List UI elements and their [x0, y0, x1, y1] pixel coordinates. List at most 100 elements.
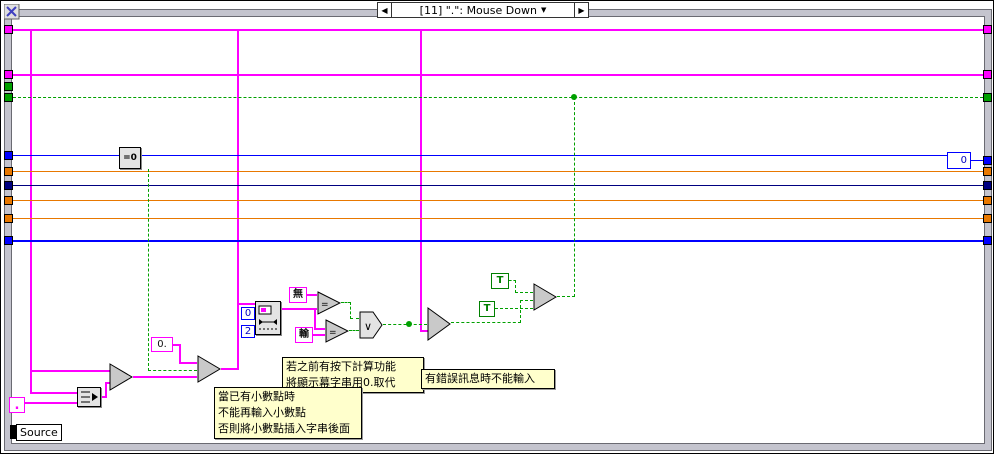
string-constant-none[interactable]: 無 — [289, 287, 307, 303]
source-terminal[interactable] — [10, 425, 16, 439]
concatenate-strings-node[interactable] — [77, 387, 101, 407]
boolean-wire[interactable] — [574, 97, 575, 297]
next-case-button[interactable]: ▶ — [574, 3, 588, 17]
float-wire[interactable] — [13, 200, 983, 201]
boolean-wire[interactable] — [13, 97, 983, 98]
tunnel-float[interactable] — [983, 167, 992, 176]
string-wire[interactable] — [105, 382, 107, 398]
string-wire[interactable] — [30, 392, 77, 394]
string-wire[interactable] — [307, 294, 317, 296]
string-wire[interactable] — [237, 303, 255, 305]
select-string-node[interactable] — [197, 355, 221, 383]
string-wire[interactable] — [179, 362, 197, 364]
numeric-wire[interactable] — [13, 240, 983, 242]
boolean-wire[interactable] — [557, 296, 575, 297]
or-node[interactable]: ∨ — [359, 311, 383, 339]
string-wire[interactable] — [30, 370, 111, 372]
string-wire[interactable] — [101, 396, 107, 398]
string-subset-icon — [258, 305, 277, 330]
boolean-wire[interactable] — [509, 280, 516, 281]
tunnel-string[interactable] — [4, 25, 13, 34]
structure-corner-icon — [4, 4, 20, 20]
tunnel-float[interactable] — [983, 196, 992, 205]
string-constant-input[interactable]: 輸 — [295, 327, 313, 343]
numeric-wire[interactable] — [13, 155, 119, 156]
string-wire[interactable] — [173, 344, 181, 346]
equal-to-zero-node[interactable]: =0 — [119, 147, 141, 169]
tunnel-numeric[interactable] — [4, 151, 13, 160]
comment-line: 當已有小數點時 — [218, 390, 295, 403]
tunnel-float[interactable] — [4, 214, 13, 223]
string-wire[interactable] — [420, 29, 422, 332]
string-wire[interactable] — [13, 29, 983, 31]
tunnel-float[interactable] — [4, 196, 13, 205]
tunnel-boolean[interactable] — [4, 82, 13, 91]
boolean-wire[interactable] — [451, 322, 521, 323]
tunnel-numeric[interactable] — [4, 236, 13, 245]
float-wire[interactable] — [13, 218, 983, 219]
equal-node-2[interactable]: = — [325, 319, 349, 343]
comment-error-rule[interactable]: 有錯誤訊息時不能輸入 — [421, 369, 555, 389]
boolean-wire[interactable] — [520, 300, 533, 301]
decimal-point-constant[interactable]: . — [9, 397, 25, 413]
numeric-wire[interactable] — [141, 155, 949, 156]
case-label[interactable]: [11] ".": Mouse Down ▼ — [392, 3, 574, 17]
numeric-wire[interactable] — [971, 160, 983, 161]
string-wire[interactable] — [105, 382, 110, 384]
string-wire[interactable] — [314, 328, 325, 330]
string-wire[interactable] — [30, 29, 32, 394]
previous-case-button[interactable]: ◀ — [378, 3, 392, 17]
tunnel-numeric[interactable] — [983, 156, 992, 165]
boolean-wire[interactable] — [148, 169, 149, 371]
tunnel-numeric[interactable] — [4, 181, 13, 190]
string-wire[interactable] — [221, 368, 238, 370]
string-wire[interactable] — [25, 402, 77, 404]
bool-combine-node[interactable] — [533, 283, 557, 311]
string-subset-node[interactable] — [255, 301, 281, 335]
tunnel-boolean[interactable] — [4, 93, 13, 102]
comment-line: 否則將小數點插入字串後面 — [218, 422, 350, 435]
tunnel-float[interactable] — [983, 214, 992, 223]
string-wire[interactable] — [281, 308, 317, 310]
tunnel-numeric[interactable] — [983, 181, 992, 190]
source-label[interactable]: Source — [16, 424, 62, 441]
tunnel-string[interactable] — [983, 25, 992, 34]
zero-dot-constant[interactable]: 0. — [151, 337, 173, 352]
string-wire[interactable] — [13, 74, 983, 76]
svg-text:=: = — [321, 300, 329, 310]
boolean-wire[interactable] — [148, 370, 197, 371]
boolean-wire[interactable] — [495, 308, 533, 309]
boolean-wire[interactable] — [515, 280, 516, 293]
string-wire[interactable] — [313, 334, 325, 336]
decimal-check-node[interactable] — [109, 363, 133, 391]
boolean-wire[interactable] — [341, 302, 351, 303]
select-node[interactable] — [427, 307, 451, 341]
event-case-selector: ◀ [11] ".": Mouse Down ▼ ▶ — [377, 2, 589, 18]
boolean-wire[interactable] — [515, 292, 533, 293]
string-wire[interactable] — [179, 344, 181, 364]
tunnel-string[interactable] — [983, 70, 992, 79]
tunnel-numeric[interactable] — [983, 236, 992, 245]
string-wire[interactable] — [237, 29, 239, 370]
numeric-wire-dark[interactable] — [13, 185, 983, 186]
tunnel-float[interactable] — [4, 167, 13, 176]
boolean-wire[interactable] — [349, 330, 359, 331]
float-wire[interactable] — [13, 171, 983, 172]
true-constant[interactable]: T — [479, 301, 495, 317]
subset-offset-constant[interactable]: 0 — [241, 307, 255, 320]
true-constant[interactable]: T — [491, 273, 509, 289]
comment-decimal-rule[interactable]: 當已有小數點時 不能再輸入小數點 否則將小數點插入字串後面 — [214, 387, 362, 439]
string-wire[interactable] — [133, 376, 197, 378]
boolean-wire[interactable] — [520, 300, 521, 323]
tunnel-boolean[interactable] — [983, 93, 992, 102]
numeric-indicator-zero[interactable]: 0 — [947, 152, 971, 169]
string-wire[interactable] — [420, 330, 429, 332]
boolean-wire[interactable] — [383, 324, 427, 325]
string-wire[interactable] — [314, 308, 316, 329]
boolean-wire[interactable] — [350, 302, 351, 319]
chevron-down-icon[interactable]: ▼ — [540, 6, 547, 14]
equal-node-1[interactable]: = — [317, 291, 341, 315]
tunnel-string[interactable] — [4, 70, 13, 79]
boolean-wire[interactable] — [350, 318, 359, 319]
subset-length-constant[interactable]: 2 — [241, 325, 255, 338]
